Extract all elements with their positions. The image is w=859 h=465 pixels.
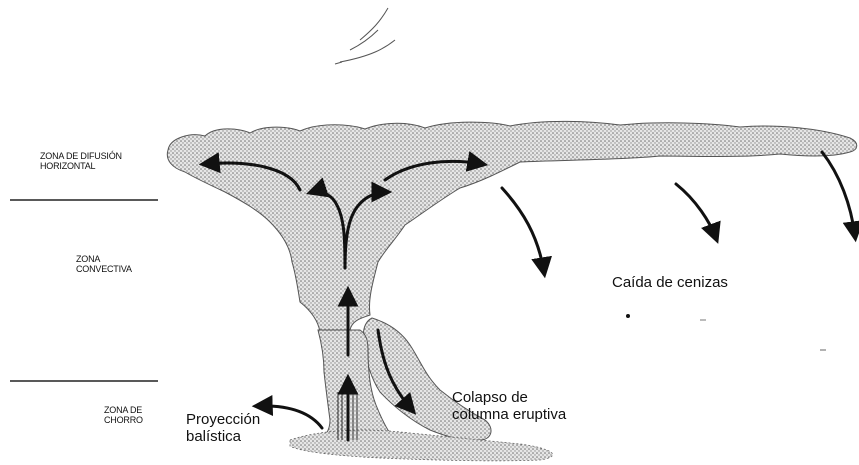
ballistic-arrow xyxy=(258,406,322,428)
zone-horizontal-diffusion-label: ZONA DE DIFUSIÓN HORIZONTAL xyxy=(40,151,122,171)
ballistic-projection-label: Proyección balística xyxy=(186,411,260,445)
zone-convective-label: ZONA CONVECTIVA xyxy=(76,254,132,274)
ground-cloud xyxy=(290,430,553,461)
sketch-marks xyxy=(335,8,395,64)
zone-jet-label: ZONA DE CHORRO xyxy=(104,405,143,425)
ash-fall-arrow xyxy=(502,188,544,272)
ash-particle xyxy=(626,314,630,318)
umbrella-cloud xyxy=(167,121,856,332)
column-collapse-label: Colapso de columna eruptiva xyxy=(452,389,566,423)
ash-fall-label: Caída de cenizas xyxy=(612,274,728,291)
ash-fall-arrow xyxy=(822,152,855,236)
ash-fall-arrow xyxy=(676,184,716,238)
